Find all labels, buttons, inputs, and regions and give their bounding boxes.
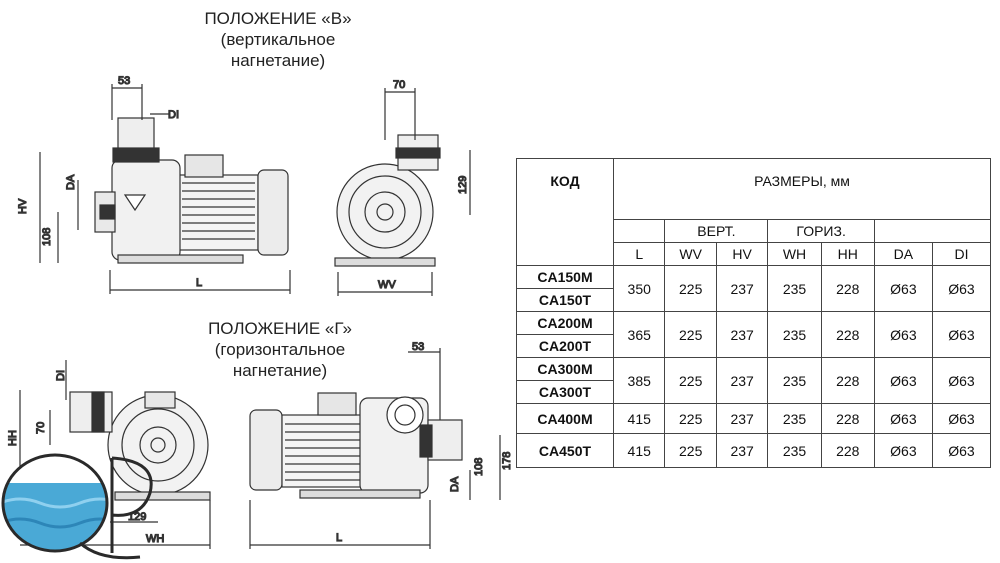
dim-label-di-bottom: DI xyxy=(55,370,67,381)
code-header: КОД xyxy=(516,158,614,266)
model-code: CA300T xyxy=(516,380,614,404)
model-code: CA450T xyxy=(516,433,614,468)
header-spacer-d xyxy=(873,219,992,243)
model-code: CA200M xyxy=(516,311,614,335)
pump-side-view-horizontal xyxy=(249,348,501,549)
model-code: CA200T xyxy=(516,334,614,358)
table-row: CA400M 415 225 237 235 228 Ø63 Ø63 xyxy=(516,403,992,434)
caption-position-g: ПОЛОЖЕНИЕ «Г» (горизонтальное нагнетание… xyxy=(170,318,390,381)
dim-label-l-top: L xyxy=(196,277,202,289)
col-wv: WV xyxy=(664,242,717,266)
model-code: CA400M xyxy=(516,403,614,434)
value-da: Ø63 xyxy=(873,311,933,358)
dim-label-l-bottom: L xyxy=(336,532,342,544)
value-hv: 237 xyxy=(715,265,769,312)
value-l: 350 xyxy=(612,265,666,312)
pump-front-view-horizontal xyxy=(19,360,211,549)
horiz-header: ГОРИЗ. xyxy=(767,219,875,243)
table-row: CA150M 350 225 237 235 228 Ø63 Ø63 xyxy=(516,265,992,312)
dim-label-178: 178 xyxy=(501,452,513,470)
table-row: CA450T 415 225 237 235 228 Ø63 Ø63 xyxy=(516,433,992,468)
value-hh: 228 xyxy=(820,311,875,358)
dim-label-70-top: 70 xyxy=(393,79,405,91)
value-l: 415 xyxy=(612,433,666,468)
value-di: Ø63 xyxy=(931,311,992,358)
model-code: CA150M xyxy=(516,265,614,289)
qp-logo: QP xyxy=(1,453,153,560)
caption-g-line2: (горизонтальное xyxy=(214,340,346,359)
model-code: CA300M xyxy=(516,357,614,381)
col-da: DA xyxy=(873,242,933,266)
dimensions-table: КОД РАЗМЕРЫ, мм ВЕРТ. ГОРИЗ. L WV HV WH … xyxy=(516,158,992,468)
dim-label-hv: HV xyxy=(17,198,29,214)
dim-label-108-top: 108 xyxy=(41,228,53,246)
sizes-header: РАЗМЕРЫ, мм xyxy=(613,158,991,220)
col-di: DI xyxy=(931,242,992,266)
table-row: CA200M 365 225 237 235 228 Ø63 Ø63 xyxy=(516,311,992,358)
value-wv: 225 xyxy=(664,265,717,312)
dim-label-70-bottom: 70 xyxy=(35,422,47,434)
value-hv: 237 xyxy=(715,311,769,358)
pump-front-view-vertical xyxy=(334,88,471,296)
header-spacer-l xyxy=(612,219,666,243)
value-hv: 237 xyxy=(715,357,769,404)
dim-label-hh: HH xyxy=(7,430,19,446)
value-l: 365 xyxy=(612,311,666,358)
dim-label-da-bottom: DA xyxy=(449,476,461,492)
table-row: CA300M 385 225 237 235 228 Ø63 Ø63 xyxy=(516,357,992,404)
value-di: Ø63 xyxy=(931,433,992,468)
vert-header: ВЕРТ. xyxy=(664,219,769,243)
value-di: Ø63 xyxy=(931,403,992,434)
pump-side-view-vertical xyxy=(39,84,291,294)
value-wh: 235 xyxy=(767,265,822,312)
value-l: 385 xyxy=(612,357,666,404)
caption-position-b: ПОЛОЖЕНИЕ «В» (вертикальное нагнетание) xyxy=(168,8,388,71)
dim-label-53-bottom: 53 xyxy=(412,341,424,353)
caption-b-line2: (вертикальное xyxy=(220,30,336,49)
value-wv: 225 xyxy=(664,357,717,404)
table-row: CA300T xyxy=(516,380,991,404)
table-row: CA200T xyxy=(516,334,991,358)
caption-b-title: ПОЛОЖЕНИЕ «В» xyxy=(204,9,352,28)
value-wh: 235 xyxy=(767,357,822,404)
caption-b-line3: нагнетание) xyxy=(230,51,326,70)
value-hv: 237 xyxy=(715,433,769,468)
dim-label-53-top: 53 xyxy=(118,75,130,87)
value-hh: 228 xyxy=(820,357,875,404)
col-wh: WH xyxy=(767,242,822,266)
value-di: Ø63 xyxy=(931,357,992,404)
value-wh: 235 xyxy=(767,433,822,468)
dim-label-da-left: DA xyxy=(65,174,77,190)
value-hv: 237 xyxy=(715,403,769,434)
value-hh: 228 xyxy=(820,433,875,468)
caption-g-line3: нагнетание) xyxy=(232,361,328,380)
value-hh: 228 xyxy=(820,403,875,434)
dim-label-wv: WV xyxy=(378,279,396,291)
value-wh: 235 xyxy=(767,311,822,358)
dim-label-129-top: 129 xyxy=(457,176,469,194)
value-wv: 225 xyxy=(664,403,717,434)
value-wh: 235 xyxy=(767,403,822,434)
value-l: 415 xyxy=(612,403,666,434)
dim-label-di-top: DI xyxy=(168,109,179,121)
col-hh: HH xyxy=(820,242,875,266)
model-code: CA150T xyxy=(516,288,614,312)
col-hv: HV xyxy=(715,242,769,266)
value-da: Ø63 xyxy=(873,403,933,434)
value-da: Ø63 xyxy=(873,265,933,312)
value-da: Ø63 xyxy=(873,433,933,468)
col-l: L xyxy=(612,242,666,266)
caption-g-title: ПОЛОЖЕНИЕ «Г» xyxy=(208,319,352,338)
value-da: Ø63 xyxy=(873,357,933,404)
value-di: Ø63 xyxy=(931,265,992,312)
value-wv: 225 xyxy=(664,433,717,468)
value-wv: 225 xyxy=(664,311,717,358)
value-hh: 228 xyxy=(820,265,875,312)
dim-label-108-bottom: 108 xyxy=(473,458,485,476)
dim-label-wh: WH xyxy=(146,533,164,545)
